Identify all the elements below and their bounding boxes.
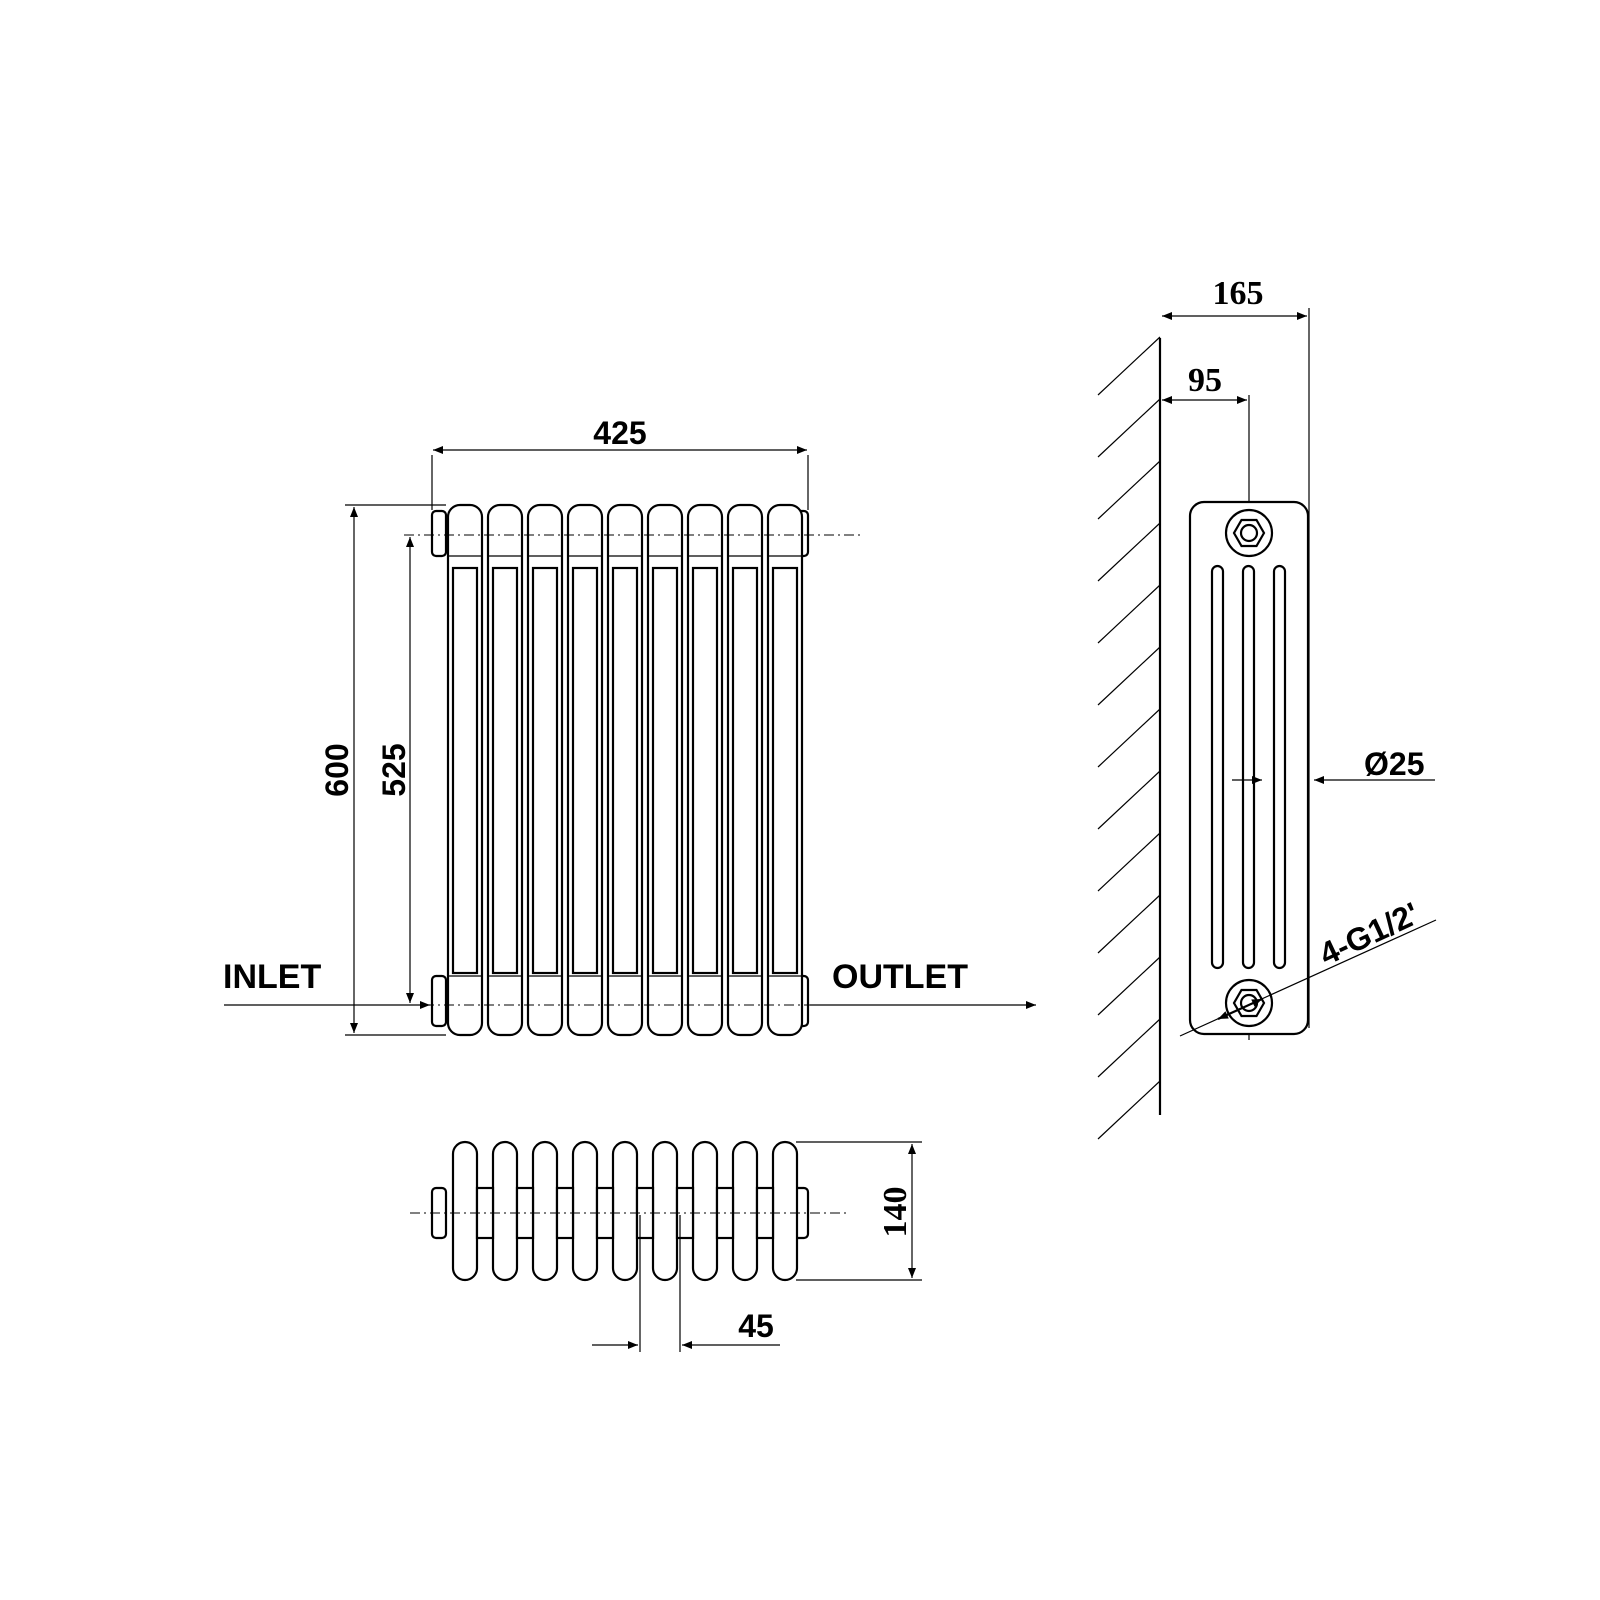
front-column-6 xyxy=(646,503,684,1037)
stub-top-left xyxy=(430,509,448,558)
front-column-1 xyxy=(446,503,484,1037)
front-column-5 xyxy=(606,503,644,1037)
front-view: 425 600 525 INLET OUTLET xyxy=(223,415,1036,1037)
front-column-9 xyxy=(766,503,804,1037)
plan-column-4 xyxy=(571,1140,599,1282)
front-columns xyxy=(446,503,804,1037)
side-slot-3 xyxy=(1272,564,1287,970)
hatch-line xyxy=(1097,708,1161,768)
plan-column-1 xyxy=(451,1140,479,1282)
side-pipe-dimension: 95 xyxy=(1188,362,1222,399)
outlet-label: OUTLET xyxy=(832,958,968,996)
top-connection xyxy=(1224,508,1274,558)
hatch-line xyxy=(1097,1080,1161,1140)
front-column-3 xyxy=(526,503,564,1037)
front-column-8 xyxy=(726,503,764,1037)
front-column-2 xyxy=(486,503,524,1037)
bottom-connection xyxy=(1224,978,1274,1028)
hatch-line xyxy=(1097,770,1161,830)
hatch-line xyxy=(1097,956,1161,1016)
side-slot-1 xyxy=(1210,564,1225,970)
plan-column-3 xyxy=(531,1140,559,1282)
plan-column-5 xyxy=(611,1140,639,1282)
connection-leader-arrows xyxy=(1217,997,1263,1021)
hatch-line xyxy=(1097,336,1161,396)
connection-size: 4-G1/2' xyxy=(1314,895,1425,972)
hatch-line xyxy=(1097,894,1161,954)
hatch-line xyxy=(1097,1018,1161,1078)
front-column-4 xyxy=(566,503,604,1037)
plan-columns xyxy=(451,1140,799,1282)
inlet-label: INLET xyxy=(223,958,321,996)
front-column-7 xyxy=(686,503,724,1037)
hatch-line xyxy=(1097,832,1161,892)
width-dimension: 425 xyxy=(593,415,646,451)
wall-hatch xyxy=(1097,336,1161,1140)
plan-column-6 xyxy=(651,1140,679,1282)
plan-column-9 xyxy=(771,1140,799,1282)
hatch-line xyxy=(1097,398,1161,458)
stub-bottom-left xyxy=(430,974,448,1028)
top-view: 140 45 xyxy=(410,1140,922,1352)
height-total-dimension: 600 xyxy=(319,743,355,796)
plan-column-8 xyxy=(731,1140,759,1282)
tube-diameter-dimension: Ø25 xyxy=(1364,746,1424,782)
hatch-line xyxy=(1097,646,1161,706)
hatch-line xyxy=(1097,460,1161,520)
side-view: 165 95 Ø25 4-G1/2' xyxy=(1097,275,1437,1140)
hatch-line xyxy=(1097,584,1161,644)
plan-column-7 xyxy=(691,1140,719,1282)
side-slot-2 xyxy=(1241,564,1256,970)
section-pitch-dimension: 45 xyxy=(738,1308,774,1344)
plan-column-2 xyxy=(491,1140,519,1282)
height-centers-dimension: 525 xyxy=(376,743,412,796)
hatch-line xyxy=(1097,522,1161,582)
depth-dimension: 140 xyxy=(877,1187,914,1238)
side-depth-dimension: 165 xyxy=(1213,275,1264,312)
